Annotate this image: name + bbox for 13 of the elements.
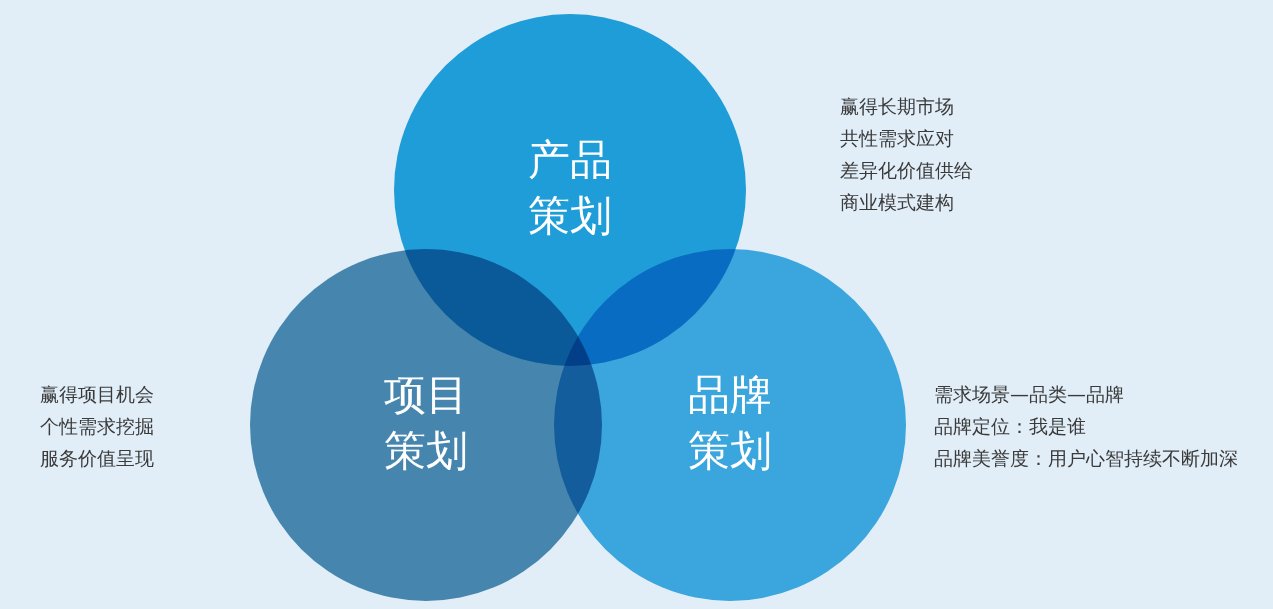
note-text: 商业模式建构: [840, 190, 954, 214]
note-text: 差异化价值供给: [840, 158, 973, 182]
note-text: 赢得项目机会: [40, 382, 154, 406]
note-text: 个性需求挖掘: [40, 414, 154, 438]
note-text: 服务价值呈现: [40, 446, 154, 470]
note-text: 赢得长期市场: [840, 94, 954, 118]
circle-label: 品牌策划: [687, 369, 773, 477]
note-text: 品牌定位：我是谁: [934, 414, 1086, 438]
note-text: 需求场景—品类—品牌: [934, 382, 1124, 406]
circle-label: 产品策划: [527, 134, 613, 242]
note-text: 品牌美誉度：用户心智持续不断加深: [934, 446, 1238, 470]
note-text: 共性需求应对: [840, 126, 954, 150]
circle-label: 项目策划: [383, 369, 469, 477]
